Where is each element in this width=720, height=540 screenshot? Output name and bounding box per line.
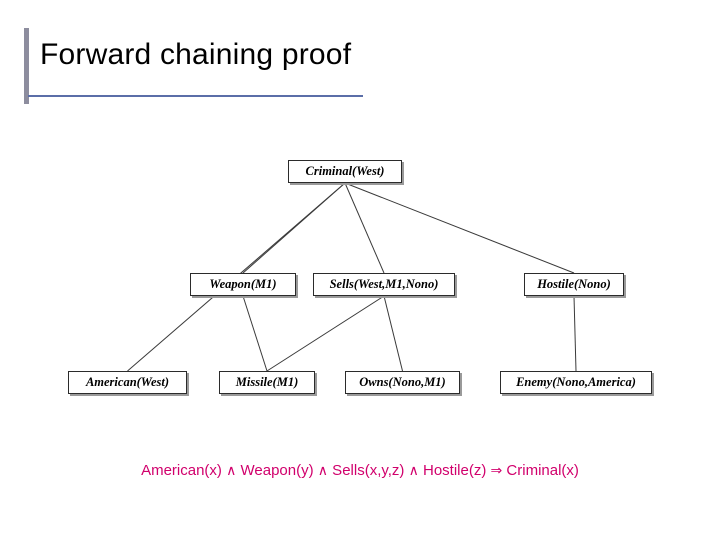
proof-node-label: Criminal(West) bbox=[305, 164, 385, 178]
proof-node-label: Missile(M1) bbox=[235, 375, 299, 389]
proof-node-label: Owns(Nono,M1) bbox=[359, 375, 446, 389]
logic-symbol: ∧ bbox=[408, 463, 419, 479]
proof-node-weapon: Weapon(M1) bbox=[190, 273, 296, 296]
title-accent-bar bbox=[24, 28, 29, 104]
proof-node-label: Sells(West,M1,Nono) bbox=[329, 277, 439, 291]
proof-node-criminal: Criminal(West) bbox=[288, 160, 402, 183]
proof-node-american: American(West) bbox=[68, 371, 187, 394]
proof-node-hostile: Hostile(Nono) bbox=[524, 273, 624, 296]
title-underline bbox=[28, 95, 363, 97]
proof-edge-criminal-weapon bbox=[242, 182, 346, 274]
logic-symbol: ∧ bbox=[317, 463, 329, 479]
slide-title-bar: Forward chaining proof bbox=[0, 0, 720, 110]
proof-node-sells: Sells(West,M1,Nono) bbox=[313, 273, 455, 296]
proof-edge-criminal-hostile bbox=[344, 182, 575, 274]
proof-node-label: Hostile(Nono) bbox=[537, 277, 611, 291]
proof-edge-sells-missile bbox=[266, 295, 385, 372]
proof-node-owns: Owns(Nono,M1) bbox=[345, 371, 460, 394]
proof-edge-criminal-sells bbox=[344, 182, 385, 274]
proof-node-label: Enemy(Nono,America) bbox=[516, 375, 636, 389]
forward-chaining-proof-tree: Criminal(West) Weapon(M1) Sells(West,M1,No… bbox=[0, 120, 720, 420]
formula-text: Sells(x,y,z) bbox=[328, 462, 409, 479]
formula-text: Criminal(x) bbox=[502, 462, 579, 479]
formula-text: Hostile(z) bbox=[418, 462, 491, 479]
logic-symbol: ∧ bbox=[226, 463, 237, 479]
formula-text: American(x) bbox=[141, 462, 227, 479]
implication-formula: American(x) ∧ Weapon(y) ∧ Sells(x,y,z) ∧… bbox=[0, 462, 720, 479]
proof-node-enemy: Enemy(Nono,America) bbox=[500, 371, 652, 394]
page-title: Forward chaining proof bbox=[40, 38, 352, 71]
proof-edge-hostile-enemy bbox=[573, 295, 577, 372]
proof-edge-weapon-missile bbox=[242, 295, 268, 372]
logic-symbol: ⇒ bbox=[490, 463, 503, 479]
proof-node-label: American(West) bbox=[85, 375, 170, 389]
proof-node-missile: Missile(M1) bbox=[219, 371, 315, 394]
proof-edge-sells-owns bbox=[383, 295, 403, 372]
formula-text: Weapon(y) bbox=[236, 462, 318, 479]
proof-node-label: Weapon(M1) bbox=[209, 277, 277, 291]
